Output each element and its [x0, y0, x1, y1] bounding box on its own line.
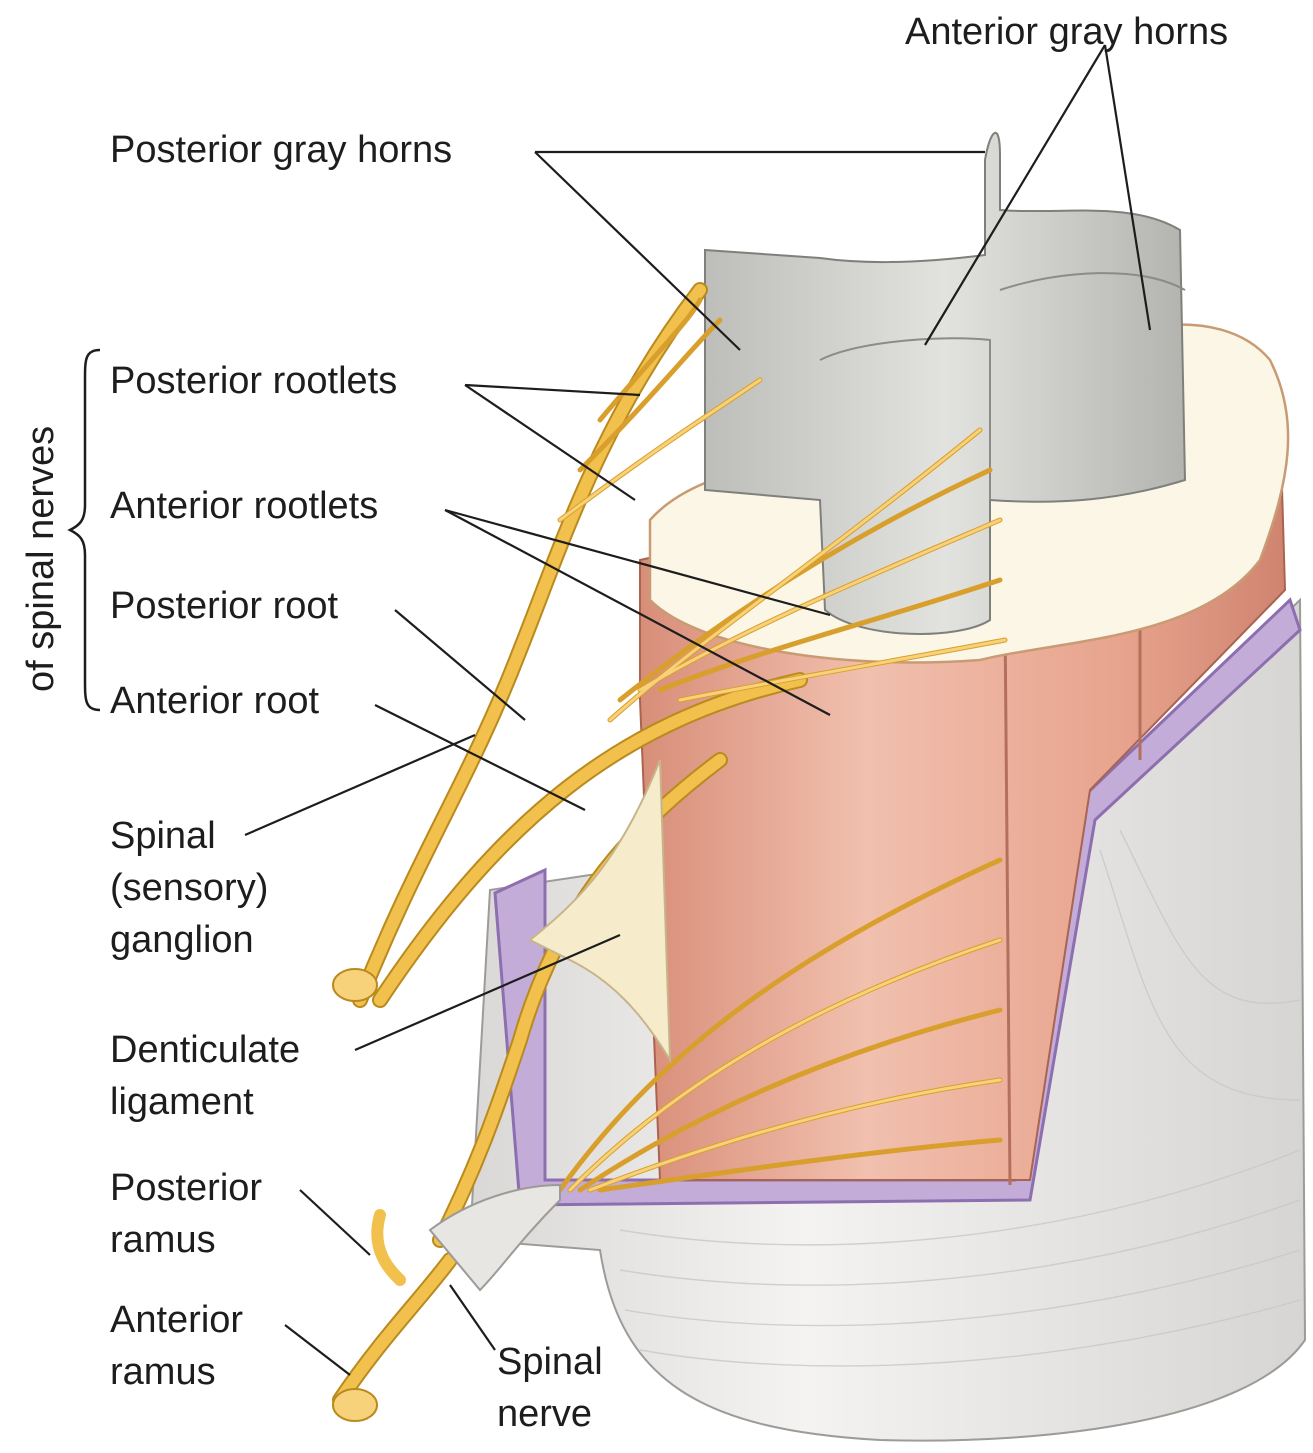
label-line: ramus	[110, 1346, 243, 1398]
label-line: ramus	[110, 1214, 262, 1266]
label-anterior-rootlets: Anterior rootlets	[110, 480, 378, 532]
label-anterior-gray-horns: Anterior gray horns	[905, 6, 1228, 58]
label-posterior-gray-horns: Posterior gray horns	[110, 124, 452, 176]
label-posterior-ramus: Posterior ramus	[110, 1162, 262, 1266]
label-line: Spinal	[110, 810, 268, 862]
label-line: Anterior	[110, 1294, 243, 1346]
label-anterior-ramus: Anterior ramus	[110, 1294, 243, 1398]
label-line: Spinal	[497, 1336, 603, 1388]
label-denticulate-ligament: Denticulate ligament	[110, 1024, 300, 1128]
label-line: nerve	[497, 1388, 603, 1440]
bracket	[70, 350, 100, 710]
bracket-caption: of spinal nerves	[20, 426, 63, 692]
label-spinal-nerve: Spinal nerve	[497, 1336, 603, 1440]
label-line: Posterior	[110, 1162, 262, 1214]
label-line: ganglion	[110, 914, 268, 966]
label-line: Denticulate	[110, 1024, 300, 1076]
label-posterior-root: Posterior root	[110, 580, 338, 632]
label-anterior-root: Anterior root	[110, 675, 319, 727]
label-posterior-rootlets: Posterior rootlets	[110, 355, 397, 407]
label-line: ligament	[110, 1076, 300, 1128]
label-line: (sensory)	[110, 862, 268, 914]
label-spinal-ganglion: Spinal (sensory) ganglion	[110, 810, 268, 966]
